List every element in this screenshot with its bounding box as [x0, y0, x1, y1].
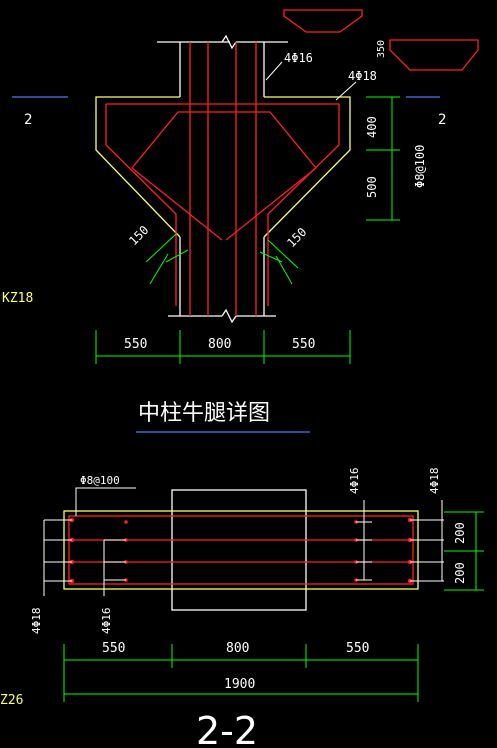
- dim-550-right: 550: [292, 337, 315, 352]
- section-mark-left: 2: [24, 112, 32, 128]
- corbel-elevation: 350 2 2 4Φ16 4Φ18: [2, 9, 479, 433]
- dim150-left-line: [145, 233, 177, 263]
- section-rebar-16-top: 4Φ16: [348, 468, 361, 495]
- section-dim-550-right: 550: [346, 641, 369, 656]
- section-column-outline: [171, 489, 307, 611]
- section-right-leaders: [356, 500, 444, 582]
- section-dim-200-bottom: 200: [453, 562, 467, 584]
- top-dim-350: 350: [376, 40, 387, 58]
- section-symbol-top: [283, 9, 363, 33]
- section-corbel-outline: [63, 510, 419, 590]
- callout-4phi18: 4Φ18: [348, 69, 377, 83]
- section-stirrup: [68, 515, 414, 585]
- column-tag-bottom: Z26: [0, 693, 23, 708]
- section-rebar-18-top: 4Φ18: [428, 468, 441, 495]
- dim-550-left: 550: [124, 337, 147, 352]
- leader-4phi16: [265, 61, 283, 81]
- section-left-leaders: [43, 519, 126, 596]
- break-symbol-top: [221, 34, 237, 50]
- corbel-rebar-slant-right: [225, 167, 317, 241]
- dim-400: 400: [365, 116, 379, 138]
- section-dim-total: 1900: [224, 677, 255, 692]
- section-rebar-18-left: 4Φ18: [30, 608, 43, 635]
- corbel-rebar-slant-left: [131, 167, 223, 241]
- leader-4phi18: [335, 81, 357, 101]
- column-tag-top: KZ18: [2, 291, 33, 306]
- section-dim-800: 800: [226, 641, 249, 656]
- dim150-right-tick2: [275, 255, 293, 285]
- corbel-rebar-outer-left: [105, 104, 177, 306]
- corbel-outline-right: [263, 96, 351, 238]
- dim-500: 500: [365, 176, 379, 198]
- section-dim-550-left: 550: [102, 641, 125, 656]
- dim150-right-line: [267, 239, 299, 269]
- break-symbol-bottom: [221, 308, 237, 324]
- section-stirrup-leader: [75, 487, 136, 516]
- corbel-outline: [95, 96, 181, 238]
- section-dim-200-top: 200: [453, 522, 467, 544]
- corbel-rebar-outer: [106, 103, 340, 306]
- callout-4phi16: 4Φ16: [284, 51, 313, 65]
- section-title: 2-2: [196, 709, 258, 748]
- section-2-2: Φ8@100 4Φ16 4Φ18 4Φ18 4Φ16 200 200 550 8…: [0, 468, 484, 748]
- detail-title: 中柱牛腿详图: [138, 401, 270, 426]
- dim-150-left: 150: [126, 223, 151, 248]
- dim150-left-tick2: [165, 249, 189, 263]
- section-rebar-16-left: 4Φ16: [100, 608, 113, 635]
- corbel-diagonal-rebar: [131, 111, 317, 169]
- section-mark-right: 2: [438, 112, 446, 128]
- dim150-left-tick1: [149, 253, 169, 285]
- dim-150-right: 150: [284, 225, 309, 250]
- section-stirrup-spec: Φ8@100: [80, 474, 120, 487]
- dim-800: 800: [208, 337, 231, 352]
- corbel-section-sketch: [389, 39, 479, 71]
- section-rebar-dots: [69, 517, 413, 584]
- stirrup-spec: Φ8@100: [413, 145, 427, 188]
